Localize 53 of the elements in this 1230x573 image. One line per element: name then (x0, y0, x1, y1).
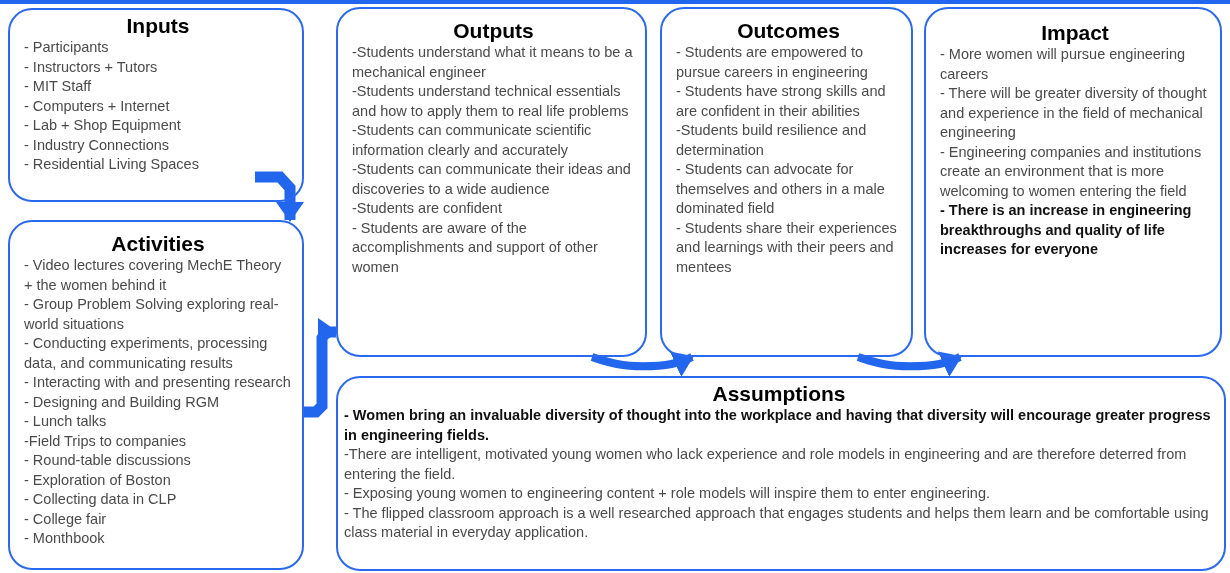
card-heading: Activities (110, 232, 206, 256)
bullet-text: -Students can communicate their ideas and discoveries to a wide audience (352, 160, 632, 199)
bullet-text: -Students build resilience and determination (676, 121, 868, 160)
bullet-text: -Students are confident (352, 199, 503, 218)
card-heading: Assumptions (711, 382, 847, 406)
arrow (590, 351, 694, 378)
card-heading: Outcomes (736, 19, 841, 43)
bullet-text: - Students have strong skills and are confident in their abilities (676, 82, 887, 121)
card-heading: Impact (1040, 21, 1110, 45)
bullet-text: - Exposing young women to engineering content + role models will inspire them to enter engineering. (344, 484, 992, 503)
bullet-text: - College fair (24, 509, 108, 529)
bullet-text: - Students are aware of the accomplishments and support of other women (352, 218, 599, 277)
bullet-text: - MIT Staff (24, 77, 93, 96)
card-heading: Outputs (452, 19, 535, 43)
bullet-text: - Students are empowered to pursue careers in engineering (676, 43, 869, 82)
card (336, 7, 647, 357)
bullet-text: - Designing and Building RGM (24, 392, 221, 412)
bullet-text: - Women bring an invaluable diversity of thought into the workplace and having that diversity will encourage greater progress in engineering fields. (344, 406, 1212, 445)
bullet-text: - Students share their experiences and learnings with their peers and mentees (676, 218, 898, 277)
bullet-text: - Participants (24, 38, 110, 57)
card (660, 7, 913, 357)
bullet-text: - Engineering companies and institutions create an environment that is more welcoming to women entering the field (940, 142, 1203, 201)
bullet-text: -Students can communicate scientific information clearly and accurately (352, 121, 593, 160)
bullet-text: - There is an increase in engineering breakthroughs and quality of life increases for everyone (940, 201, 1193, 259)
bullet-text: -Students understand technical essentials and how to apply them to real life problems (352, 82, 630, 121)
card (8, 220, 304, 570)
bullet-text: - Group Problem Solving exploring real-world situations (24, 295, 280, 334)
bullet-text: - Exploration of Boston (24, 470, 172, 490)
arrow (304, 318, 338, 418)
bullet-text: - Video lectures covering MechE Theory + the women behind it (24, 256, 283, 295)
bullet-text: - Industry Connections (24, 135, 171, 155)
bullet-text: - Instructors + Tutors (24, 57, 159, 77)
bullet-text: -Students understand what it means to be a mechanical engineer (352, 43, 634, 82)
bullet-text: - Students can advocate for themselves and others in a male dominated field (676, 160, 886, 218)
bullet-text: - Conducting experiments, processing data, and communicating results (24, 334, 269, 373)
card (336, 376, 1226, 571)
bullet-text: - Computers + Internet (24, 96, 171, 116)
bullet-text: -There are intelligent, motivated young women who lack experience and role models in engineering and are therefore deterred from entering the field. (344, 445, 1188, 484)
bullet-text: - More women will pursue engineering careers (940, 45, 1186, 84)
bullet-text: - Lab + Shop Equipment (24, 116, 182, 135)
bullet-text: - Monthbook (24, 529, 106, 548)
bullet-text: -Field Trips to companies (24, 431, 187, 451)
bullet-text: - Interacting with and presenting research (24, 373, 292, 392)
bullet-text: - Residential Living Spaces (24, 155, 200, 174)
bullet-text: - Collecting data in CLP (24, 490, 178, 509)
arrow (255, 171, 304, 222)
card (924, 7, 1222, 357)
bullet-text: - The flipped classroom approach is a well researched approach that engages students and helps them learn and be comfortable using class material in everyday application. (344, 503, 1210, 542)
bullet-text: - Lunch talks (24, 412, 108, 431)
bullet-text: - There will be greater diversity of thought and experience in the field of mechanical engineering (940, 84, 1208, 142)
bullet-text: - Round-table discussions (24, 451, 192, 470)
card (8, 8, 304, 202)
card-heading: Inputs (125, 14, 191, 38)
